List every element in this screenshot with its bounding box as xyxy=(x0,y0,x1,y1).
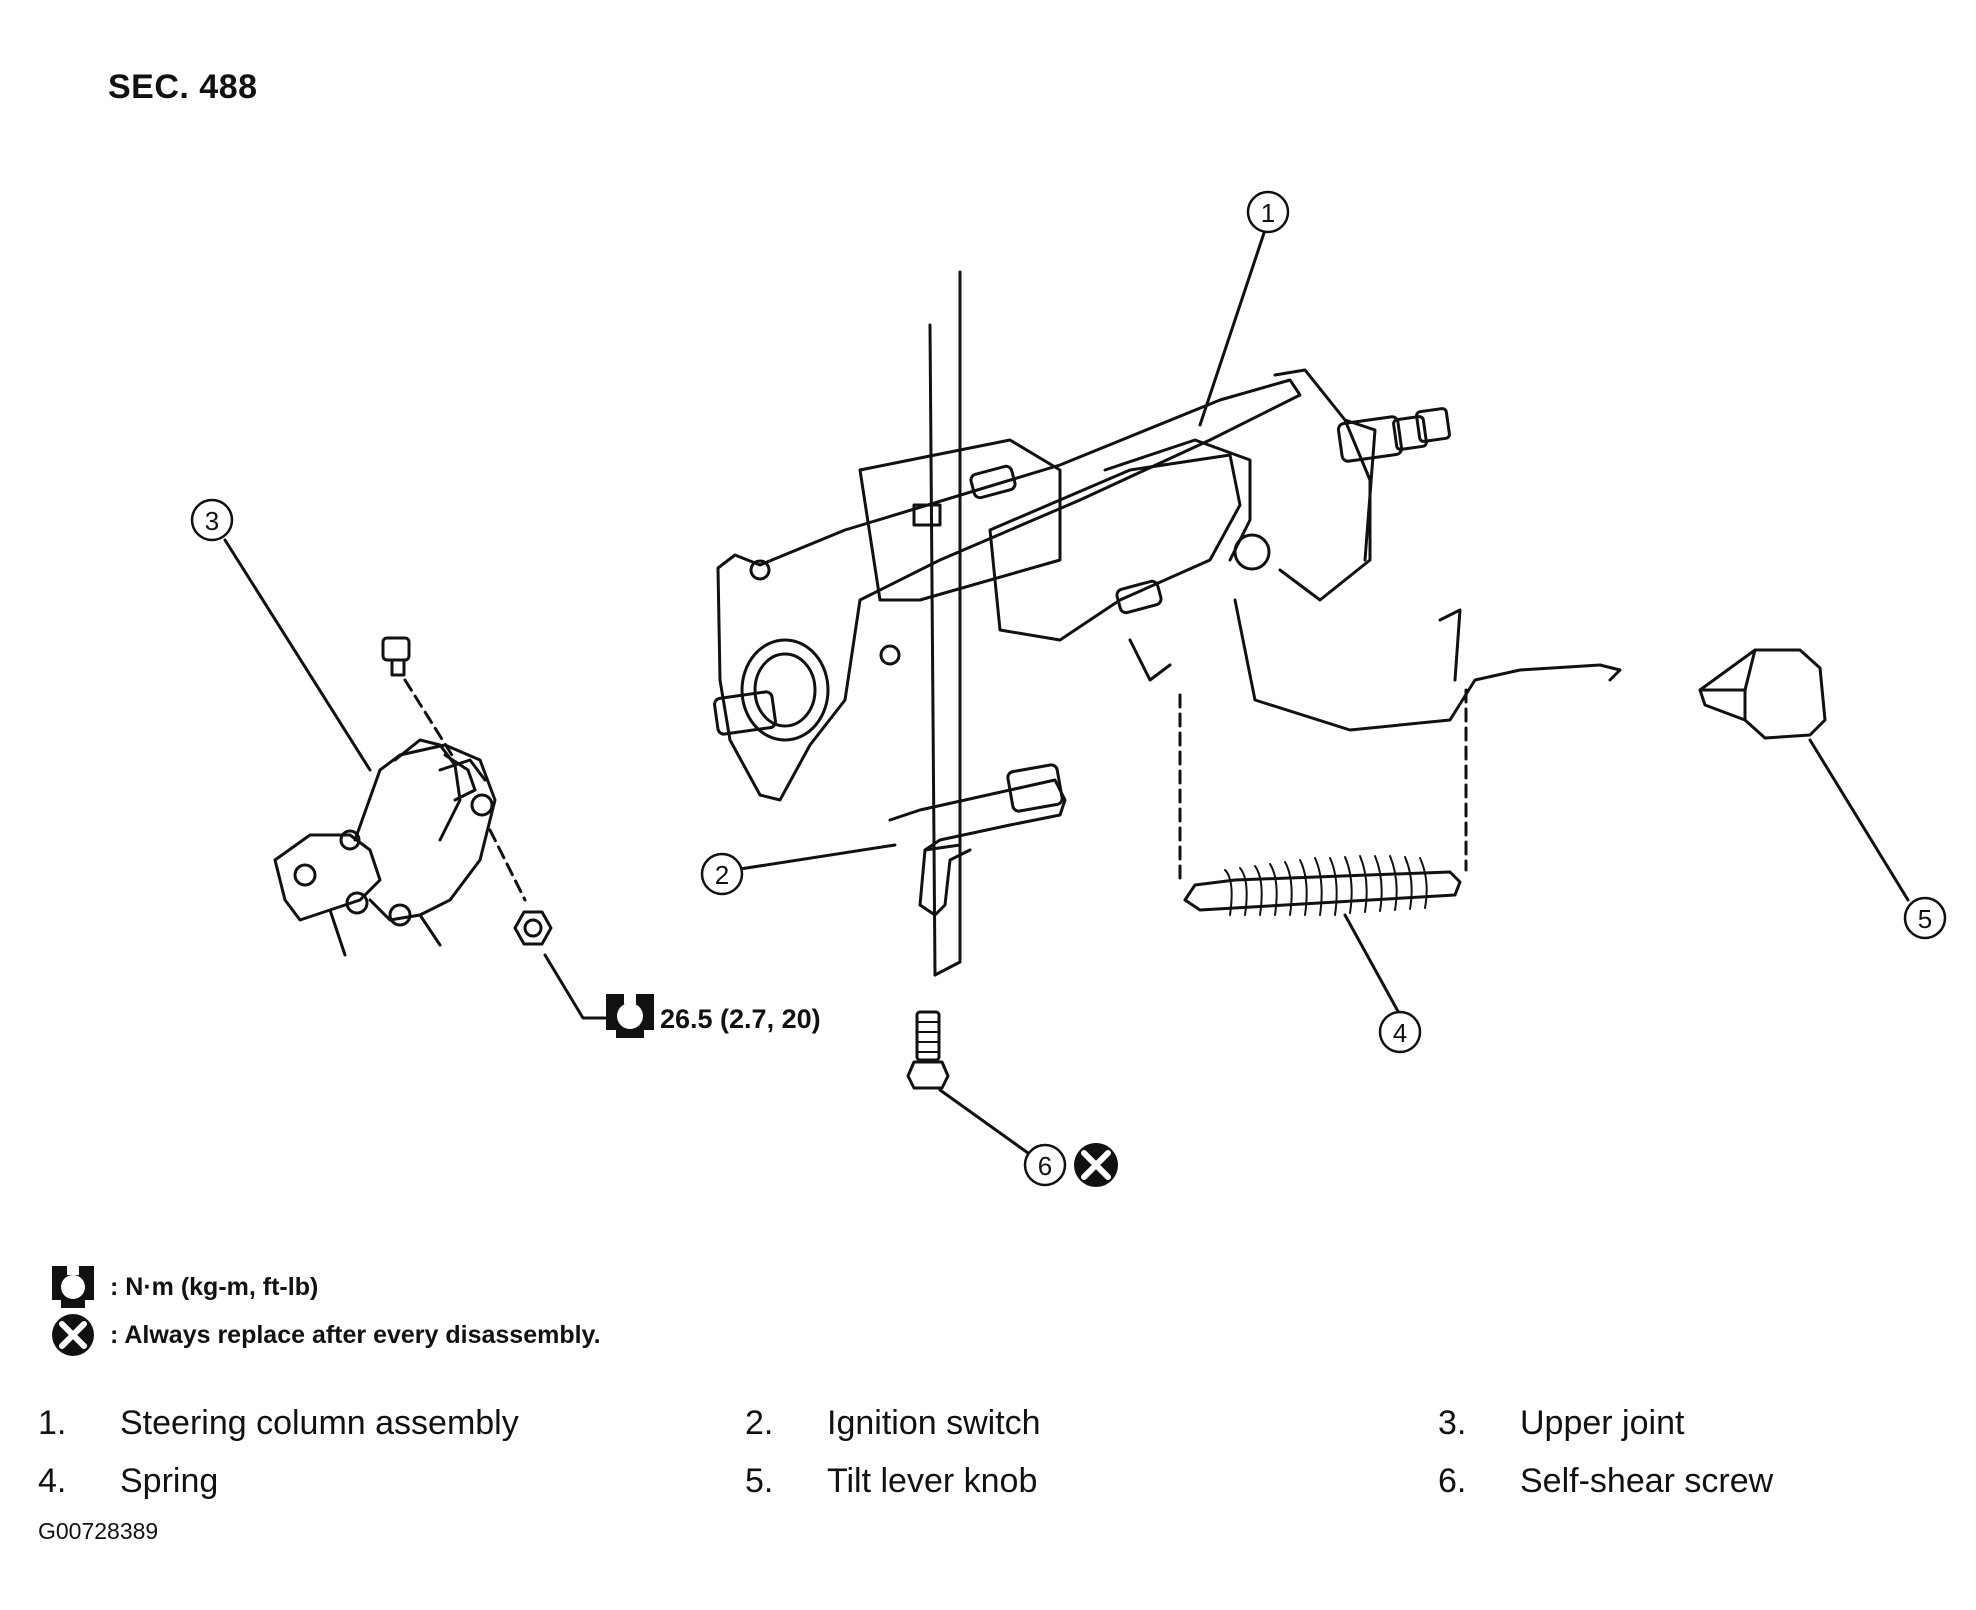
parts-list-item: 1.Steering column assembly xyxy=(38,1404,519,1442)
callout-6: 6 xyxy=(1023,1143,1067,1187)
upper-joint-bolt xyxy=(381,636,411,677)
section-title: SEC. 488 xyxy=(108,68,258,106)
svg-text:2: 2 xyxy=(715,860,729,890)
torque-spec: 26.5 (2.7, 20) xyxy=(660,1004,821,1034)
upper-joint xyxy=(273,738,497,957)
svg-text:6: 6 xyxy=(1038,1151,1052,1181)
svg-text:1: 1 xyxy=(1261,198,1275,228)
parts-list-item: 4.Spring xyxy=(38,1462,219,1500)
svg-text:5: 5 xyxy=(1918,904,1932,934)
tilt-lever-knob xyxy=(1698,648,1827,740)
upper-joint-nut xyxy=(513,910,553,946)
steering-column-assembly xyxy=(713,368,1622,802)
callout-1: 1 xyxy=(1246,190,1290,234)
self-shear-screw xyxy=(906,1010,950,1090)
parts-list-item: 2.Ignition switch xyxy=(745,1404,1041,1442)
legend-torque: : N·m (kg-m, ft-lb) xyxy=(50,1264,318,1310)
parts-list-item: 5.Tilt lever knob xyxy=(745,1462,1038,1500)
figure-id: G00728389 xyxy=(38,1518,159,1544)
callout-2: 2 xyxy=(700,852,744,896)
replace-x-icon xyxy=(1074,1143,1118,1187)
torque-wrench-icon xyxy=(52,1266,94,1308)
legend-torque-text: : N·m (kg-m, ft-lb) xyxy=(110,1272,319,1301)
svg-text:4: 4 xyxy=(1393,1018,1407,1048)
parts-list-item: 6.Self-shear screw xyxy=(1438,1462,1774,1500)
callout-5: 5 xyxy=(1903,896,1947,940)
parts-list-item: 3.Upper joint xyxy=(1438,1404,1685,1442)
svg-text:3: 3 xyxy=(205,506,219,536)
legend-replace: : Always replace after every disassembly… xyxy=(50,1312,601,1358)
legend-replace-text: : Always replace after every disassembly… xyxy=(110,1320,601,1349)
callout-4: 4 xyxy=(1378,1010,1422,1054)
torque-wrench-icon xyxy=(606,994,654,1038)
ignition-switch xyxy=(888,763,1067,917)
callout-3: 3 xyxy=(190,498,234,542)
replace-x-icon xyxy=(52,1314,94,1356)
spring xyxy=(1183,855,1462,916)
